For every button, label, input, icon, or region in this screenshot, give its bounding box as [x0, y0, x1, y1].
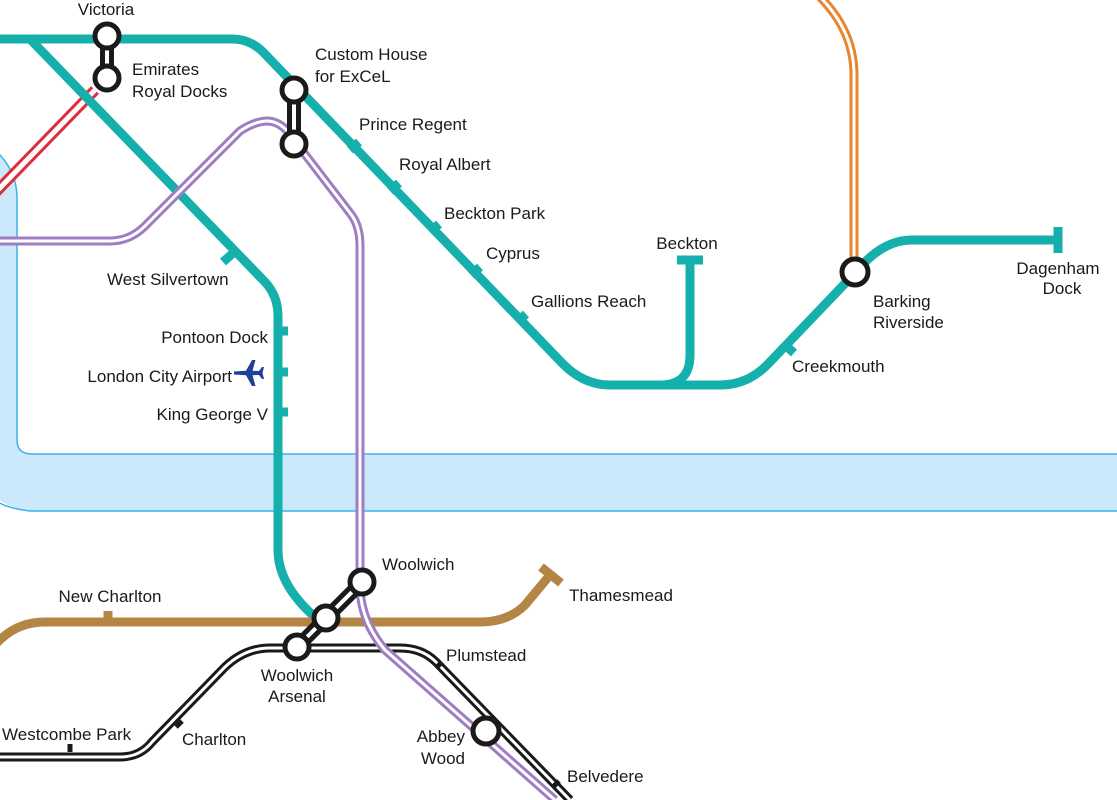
tick-belvedere — [551, 779, 561, 789]
label-abbey-1[interactable]: Abbey — [417, 727, 466, 746]
elizabeth-line — [0, 116, 558, 800]
label-barking-2[interactable]: Riverside — [873, 313, 944, 332]
station-victoria-marker[interactable] — [92, 21, 122, 51]
tick-gallions-reach — [514, 310, 529, 326]
dlr-beckton-branch — [0, 34, 695, 390]
terminus-thamesmead — [538, 563, 564, 587]
label-custom-house-1[interactable]: Custom House — [315, 45, 427, 64]
interchanges — [92, 21, 871, 747]
label-new-charlton[interactable]: New Charlton — [59, 587, 162, 606]
interchange-woolwich[interactable] — [282, 567, 377, 662]
station-custom-house-marker[interactable] — [279, 75, 309, 105]
label-plumstead[interactable]: Plumstead — [446, 646, 526, 665]
river-body — [0, 154, 1117, 511]
river-edge-lower — [0, 502, 1117, 512]
label-emirates-1[interactable]: Emirates — [132, 60, 199, 79]
tick-creekmouth — [782, 341, 797, 357]
label-dagenham-2[interactable]: Dock — [1043, 279, 1082, 298]
tick-charlton — [174, 719, 184, 729]
tick-royal-albert — [387, 179, 402, 195]
interchange-victoria-emirates[interactable] — [92, 21, 122, 93]
station-barking-riverside-marker[interactable] — [839, 256, 871, 288]
label-london-city-airport[interactable]: London City Airport — [87, 367, 232, 386]
label-woolwich[interactable]: Woolwich — [382, 555, 454, 574]
label-dagenham-1[interactable]: Dagenham — [1016, 259, 1099, 278]
interchange-custom-house[interactable] — [279, 75, 309, 159]
label-pontoon-dock[interactable]: Pontoon Dock — [161, 328, 268, 347]
label-victoria[interactable]: Victoria — [78, 0, 135, 19]
station-woolwich-marker[interactable] — [347, 567, 377, 597]
airplane-icon — [234, 360, 264, 386]
label-custom-house-2[interactable]: for ExCeL — [315, 67, 391, 86]
tick-west-silvertown — [220, 250, 235, 266]
label-prince-regent[interactable]: Prince Regent — [359, 115, 467, 134]
label-charlton[interactable]: Charlton — [182, 730, 246, 749]
station-labels: Victoria Emirates Royal Docks Custom Hou… — [2, 0, 1100, 786]
station-abbey-wood-marker[interactable] — [470, 715, 502, 747]
dlr-woolwich-branch — [0, 34, 319, 622]
label-gallions-reach[interactable]: Gallions Reach — [531, 292, 646, 311]
tick-beckton-park — [427, 220, 442, 236]
label-barking-1[interactable]: Barking — [873, 292, 931, 311]
label-woolwich-arsenal-2[interactable]: Arsenal — [268, 687, 326, 706]
label-west-silvertown[interactable]: West Silvertown — [107, 270, 229, 289]
southeastern-line — [0, 563, 564, 647]
station-custom-house-lower-marker[interactable] — [279, 129, 309, 159]
overground-inner — [820, 0, 856, 272]
elizabeth-inner — [0, 119, 556, 800]
national-rail-line — [0, 643, 574, 800]
label-beckton-park[interactable]: Beckton Park — [444, 204, 546, 223]
label-cyprus[interactable]: Cyprus — [486, 244, 540, 263]
label-thamesmead[interactable]: Thamesmead — [569, 586, 673, 605]
southeastern-track — [0, 572, 554, 647]
river-thames — [0, 153, 1117, 512]
label-westcombe-park[interactable]: Westcombe Park — [2, 725, 132, 744]
label-emirates-2[interactable]: Royal Docks — [132, 82, 227, 101]
tick-cyprus — [468, 263, 483, 279]
station-woolwich-dlr-marker[interactable] — [311, 603, 341, 633]
label-abbey-2[interactable]: Wood — [421, 749, 465, 768]
cable-car-line — [0, 86, 99, 196]
station-emirates-marker[interactable] — [92, 63, 122, 93]
tick-plumstead — [434, 660, 444, 670]
dlr-line — [0, 34, 1063, 622]
station-woolwich-arsenal-marker[interactable] — [282, 632, 312, 662]
label-creekmouth[interactable]: Creekmouth — [792, 357, 885, 376]
overground-line — [816, 0, 859, 272]
river-edge-upper — [0, 153, 1117, 455]
national-rail-inner — [0, 646, 572, 800]
label-king-george-v[interactable]: King George V — [156, 405, 268, 424]
tick-prince-regent — [347, 138, 362, 154]
label-belvedere[interactable]: Belvedere — [567, 767, 644, 786]
label-beckton[interactable]: Beckton — [656, 234, 717, 253]
label-woolwich-arsenal-1[interactable]: Woolwich — [261, 666, 333, 685]
label-royal-albert[interactable]: Royal Albert — [399, 155, 491, 174]
cable-car-inner — [0, 88, 97, 192]
